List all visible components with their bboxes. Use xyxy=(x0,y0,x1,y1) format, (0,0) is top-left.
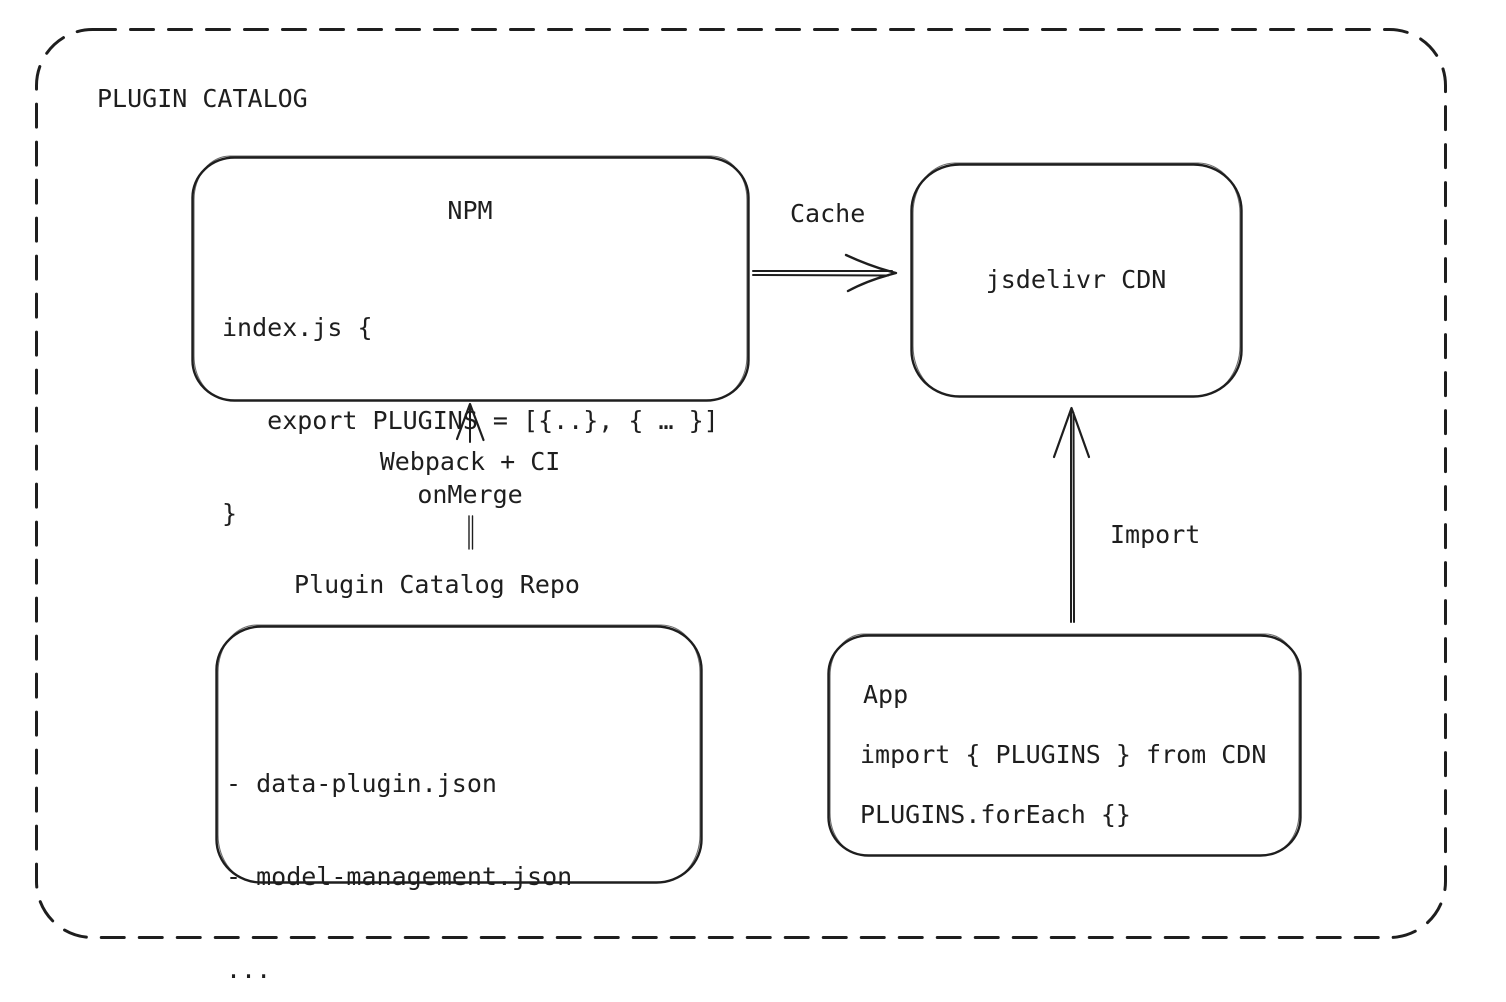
npm-box-title: NPM xyxy=(447,196,493,225)
repo-box-outline xyxy=(215,624,703,884)
npm-code-block: index.js { export PLUGINS = [{..}, { … }… xyxy=(222,251,719,590)
app-box-outline xyxy=(827,633,1302,857)
cache-arrow xyxy=(752,253,898,293)
webpack-arrow xyxy=(455,402,485,550)
plugin-catalog-frame-border xyxy=(35,28,1447,939)
repo-file-item: ... xyxy=(226,955,272,984)
repo-file-item: - data-plugin.json xyxy=(226,769,497,798)
import-arrow xyxy=(1052,406,1091,623)
cache-arrow-label: Cache xyxy=(790,199,866,228)
repo-file-item: - model-management.json xyxy=(226,862,573,891)
cdn-box-label: jsdelivr CDN xyxy=(985,265,1167,294)
npm-code-line: export PLUGINS = [{..}, { … }] xyxy=(222,406,719,435)
repo-file-list: - data-plugin.json - model-management.js… xyxy=(226,707,572,1002)
webpack-arrow-label-line2: onMerge xyxy=(417,480,523,509)
cdn-box: jsdelivr CDN xyxy=(911,164,1241,396)
app-code-line: PLUGINS.forEach {} xyxy=(860,800,1131,829)
webpack-arrow-label-line1: Webpack + CI xyxy=(379,447,561,476)
app-code-line: import { PLUGINS } from CDN xyxy=(860,740,1267,769)
repo-box-label: Plugin Catalog Repo xyxy=(294,570,580,599)
plugin-catalog-title: PLUGIN CATALOG xyxy=(97,84,308,113)
npm-code-line: } xyxy=(222,499,238,528)
cdn-box-outline xyxy=(910,162,1243,398)
npm-box-outline xyxy=(191,155,750,402)
npm-code-line: index.js { xyxy=(222,313,373,342)
import-arrow-label: Import xyxy=(1110,520,1201,549)
app-box-title: App xyxy=(863,680,909,709)
